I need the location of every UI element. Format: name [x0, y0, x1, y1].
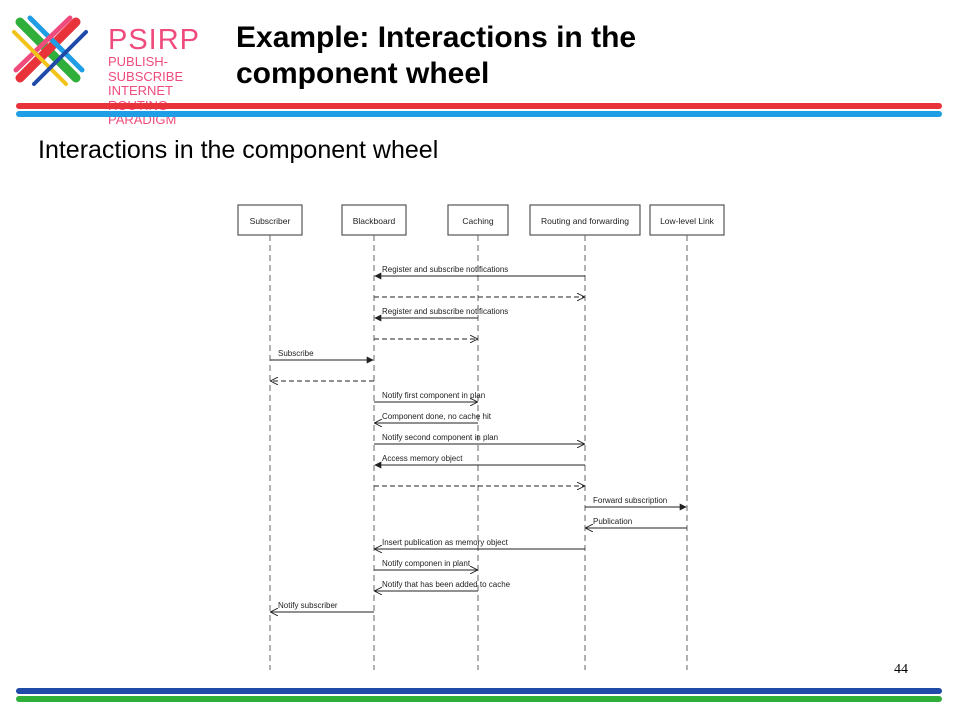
message-13: Insert publication as memory object: [375, 538, 585, 549]
message-15: Notify that has been added to cache: [375, 580, 511, 591]
participant-label: Subscriber: [250, 216, 291, 226]
top-rule-blue: [16, 111, 942, 117]
participant-label: Caching: [462, 216, 493, 226]
message-label: Access memory object: [382, 454, 463, 463]
message-14: Notify componen in plant: [374, 559, 477, 570]
message-label: Notify that has been added to cache: [382, 580, 511, 589]
message-0: Register and subscribe notifications: [374, 265, 585, 280]
message-16: Notify subscriber: [271, 601, 374, 612]
slide-subtitle: Interactions in the component wheel: [38, 136, 439, 164]
participant-0: Subscriber: [237, 204, 303, 236]
psirp-logo: PSIRP PUBLISH-SUBSCRIBE INTERNET ROUTING…: [10, 14, 230, 127]
message-11: Forward subscription: [585, 496, 687, 511]
message-label: Notify subscriber: [278, 601, 338, 610]
message-9: Access memory object: [374, 454, 585, 469]
message-8: Notify second component in plan: [374, 433, 584, 444]
logo-sub-line-1: PUBLISH-SUBSCRIBE: [108, 54, 184, 84]
message-7: Component done, no cache hit: [375, 412, 492, 423]
logo-mark: [12, 15, 88, 86]
message-label: Register and subscribe notifications: [382, 307, 508, 316]
message-label: Forward subscription: [593, 496, 667, 505]
message-label: Notify second component in plan: [382, 433, 498, 442]
logo-name: PSIRP: [108, 24, 201, 56]
message-12: Publication: [586, 517, 687, 528]
participant-label: Blackboard: [353, 216, 396, 226]
bottom-rule-navy: [16, 688, 942, 694]
participant-4: Low-level Link: [649, 204, 725, 236]
message-4: Subscribe: [270, 349, 374, 364]
message-label: Subscribe: [278, 349, 314, 358]
participant-box: [341, 204, 407, 236]
participant-box: [649, 204, 725, 236]
message-label: Publication: [593, 517, 632, 526]
sequence-diagram-svg: Subscriber Blackboard Caching Routing and f…: [237, 204, 725, 670]
message-label: Notify first component in plan: [382, 391, 485, 400]
participant-1: Blackboard: [341, 204, 407, 236]
message-label: Notify componen in plant: [382, 559, 471, 568]
message-6: Notify first component in plan: [374, 391, 485, 402]
slide-title: Example: Interactions in the component w…: [236, 20, 636, 92]
message-label: Register and subscribe notifications: [382, 265, 508, 274]
participant-2: Caching: [447, 204, 509, 236]
sequence-diagram: Subscriber Blackboard Caching Routing and f…: [230, 196, 730, 674]
page-number: 44: [894, 662, 908, 677]
participant-label: Routing and forwarding: [541, 216, 629, 226]
slide-title-line-2: component wheel: [236, 57, 490, 90]
message-label: Insert publication as memory object: [382, 538, 509, 547]
message-2: Register and subscribe notifications: [374, 307, 508, 322]
slide-title-line-1: Example: Interactions in the: [236, 21, 637, 54]
top-rule-red: [16, 103, 942, 109]
participant-label: Low-level Link: [660, 216, 715, 226]
bottom-rule-green: [16, 696, 942, 702]
participant-3: Routing and forwarding: [529, 204, 641, 236]
message-label: Component done, no cache hit: [382, 412, 492, 421]
participant-box: [447, 204, 509, 236]
